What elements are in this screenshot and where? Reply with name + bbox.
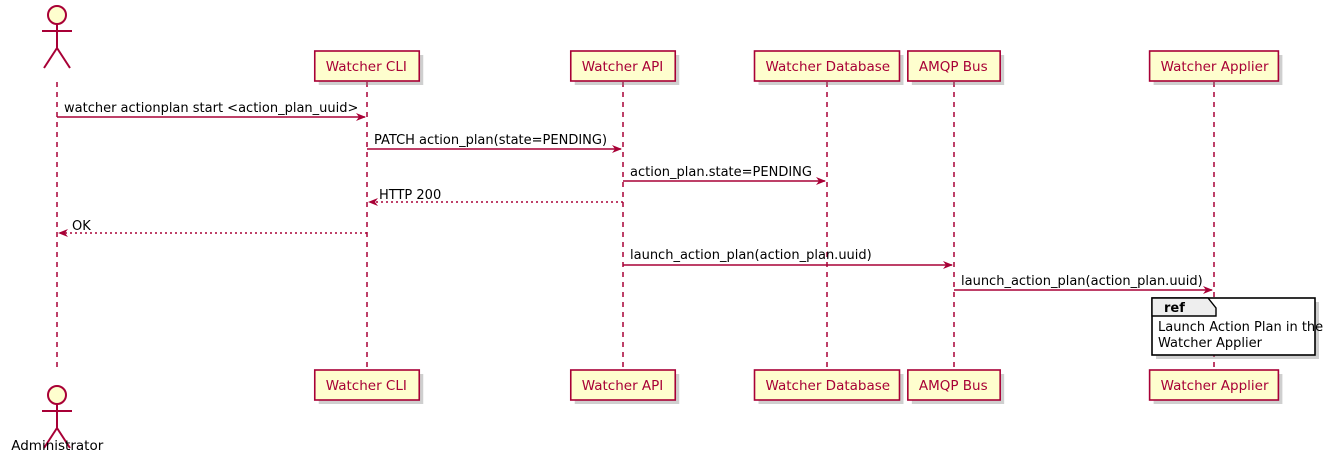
participant-label-amqp-bus: AMQP Bus [919,378,988,394]
participant-box-amqp-bus-top[interactable]: AMQP Bus [907,50,1005,85]
participant-box-watcher-cli-top[interactable]: Watcher CLI [313,50,424,85]
participant-label-watcher-applier: Watcher Applier [1161,59,1269,75]
messages-group: watcher actionplan start <action_plan_uu… [57,101,1213,294]
participant-label-watcher-database: Watcher Database [766,59,891,75]
message-label-msg-5: OK [72,219,91,234]
participant-box-watcher-api-top[interactable]: Watcher API [569,50,680,85]
participant-label-watcher-applier: Watcher Applier [1161,378,1269,394]
ref-title-label: ref [1164,301,1185,316]
message-label-msg-4: HTTP 200 [379,188,441,203]
lifelines-group [56,82,1215,370]
message-label-msg-2: PATCH action_plan(state=PENDING) [374,133,607,148]
participant-label-watcher-cli: Watcher CLI [326,59,407,75]
participant-box-watcher-applier-bottom[interactable]: Watcher Applier [1148,369,1283,404]
actor-label-administrator: Administrator [11,438,103,454]
participant-box-watcher-database-top[interactable]: Watcher Database [753,50,904,85]
participant-label-watcher-api: Watcher API [582,378,664,394]
participant-box-watcher-cli-bottom[interactable]: Watcher CLI [313,369,424,404]
message-msg-1: watcher actionplan start <action_plan_uu… [57,101,366,121]
participant-box-watcher-database-bottom[interactable]: Watcher Database [753,369,904,404]
participant-box-watcher-api-bottom[interactable]: Watcher API [569,369,680,404]
message-msg-6: launch_action_plan(action_plan.uuid) [623,248,953,269]
participant-label-watcher-cli: Watcher CLI [326,378,407,394]
participant-label-amqp-bus: AMQP Bus [919,59,988,75]
message-msg-3: action_plan.state=PENDING [623,165,826,185]
message-msg-2: PATCH action_plan(state=PENDING) [367,133,622,153]
participant-label-watcher-api: Watcher API [582,59,664,75]
participant-label-watcher-database: Watcher Database [766,378,891,394]
participant-box-watcher-applier-top[interactable]: Watcher Applier [1148,50,1283,85]
message-msg-7: launch_action_plan(action_plan.uuid) [954,274,1213,294]
message-msg-4: HTTP 200 [368,188,623,206]
message-label-msg-6: launch_action_plan(action_plan.uuid) [630,248,872,263]
ref-body-line-1: Launch Action Plan in the [1158,320,1323,335]
ref-tab [1151,297,1217,317]
actor-administrator: Administrator [42,5,72,69]
message-label-msg-3: action_plan.state=PENDING [630,165,812,180]
message-msg-5: OK [58,219,367,237]
participant-boxes-group: AdministratorAdministratorWatcher CLIWat… [11,5,1283,454]
participant-box-amqp-bus-bottom[interactable]: AMQP Bus [907,369,1005,404]
ref-body-line-2: Watcher Applier [1158,336,1263,351]
message-label-msg-1: watcher actionplan start <action_plan_uu… [64,101,358,116]
message-label-msg-7: launch_action_plan(action_plan.uuid) [961,274,1203,289]
actor-administrator: Administrator [11,385,104,454]
